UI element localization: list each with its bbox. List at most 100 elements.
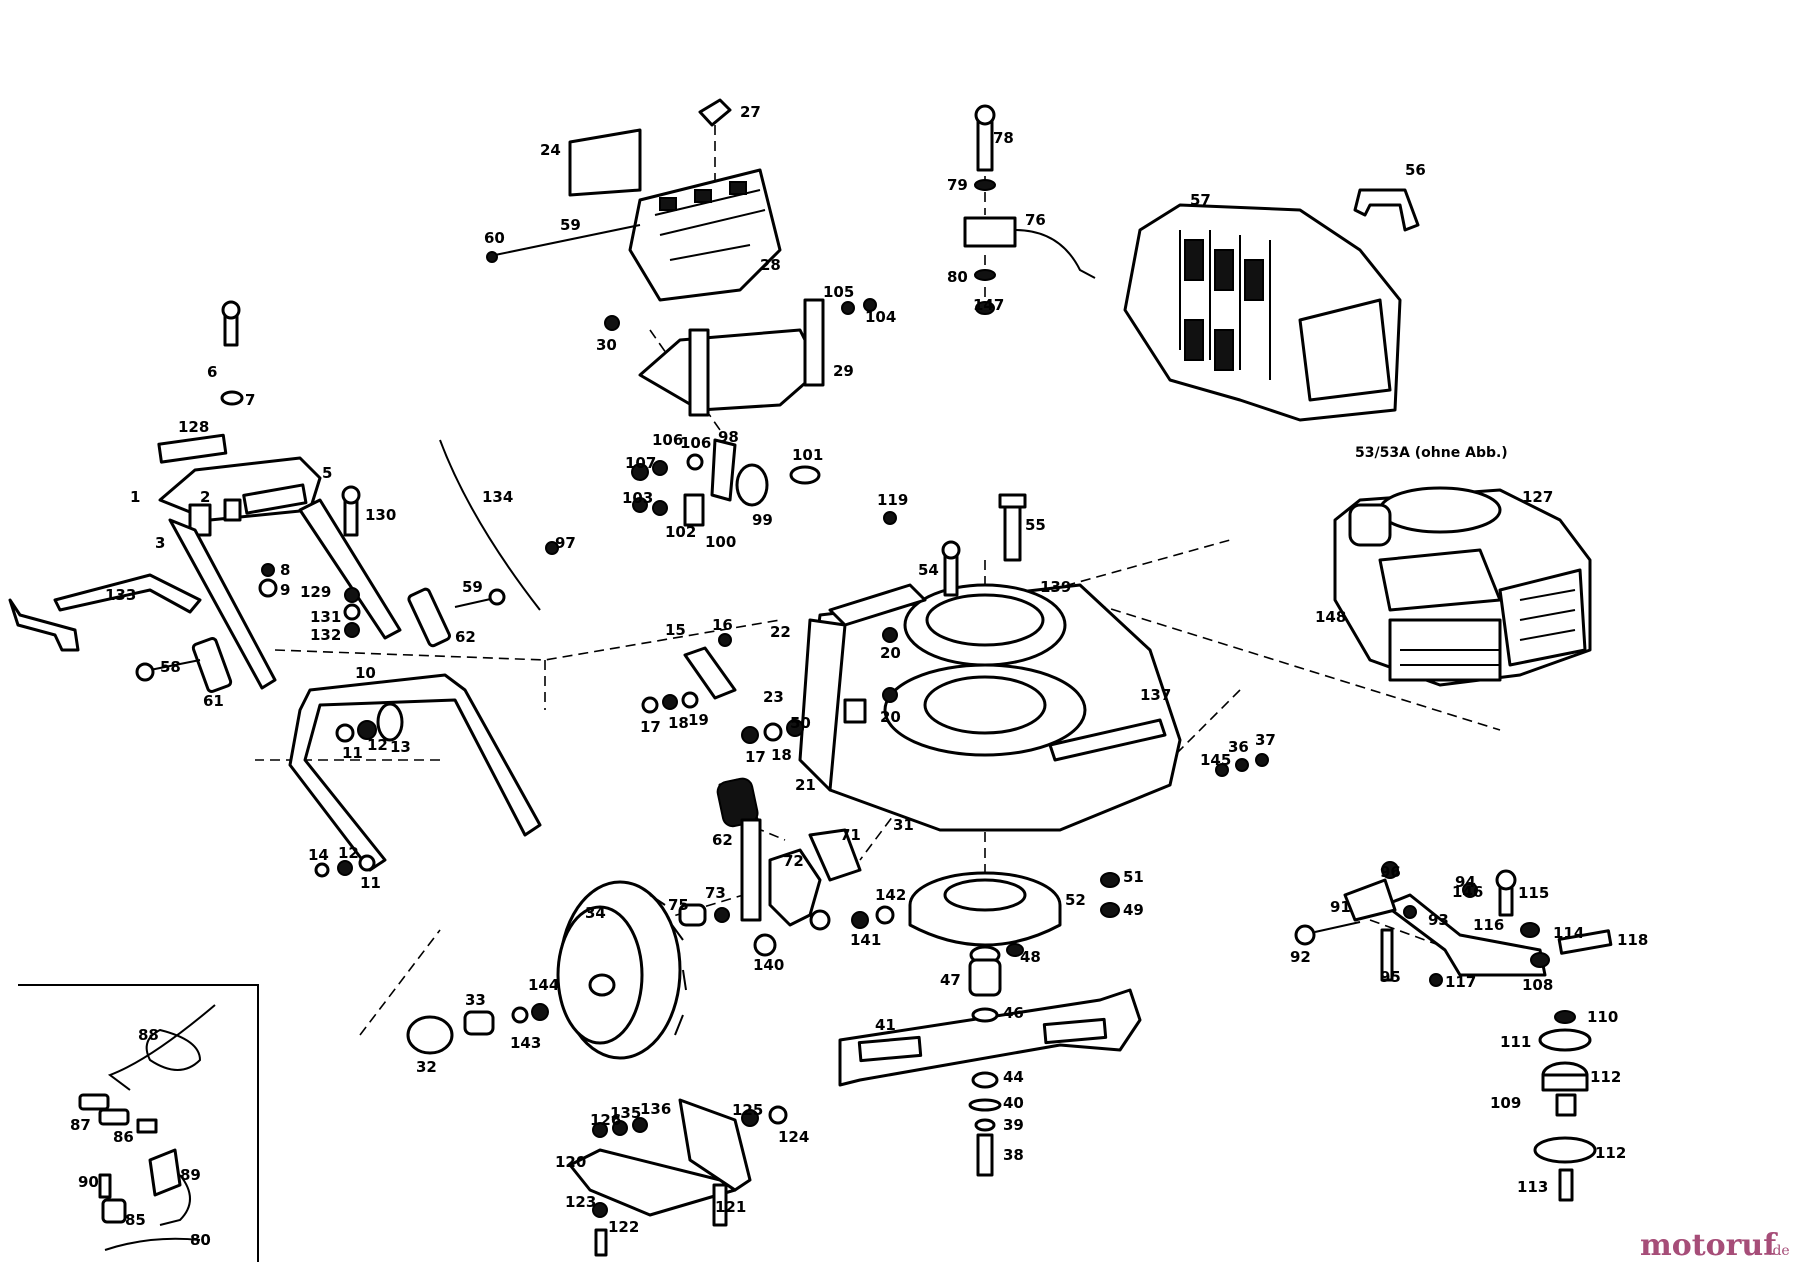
part-label: 13: [390, 738, 411, 756]
part-label: 32: [416, 1058, 437, 1076]
part-label: 80: [190, 1231, 211, 1249]
part-label: 146: [1452, 883, 1483, 901]
part-label: 29: [833, 362, 854, 380]
part-label: 2: [200, 488, 210, 506]
ignition-module: [963, 104, 1096, 315]
part-label: 137: [1140, 686, 1171, 704]
part-label: 113: [1517, 1178, 1548, 1196]
part-label: 100: [705, 533, 736, 551]
part-label: 51: [1123, 868, 1144, 886]
part-label: 46: [1003, 1004, 1024, 1022]
part-label: 8: [280, 561, 290, 579]
part-label: 17: [640, 718, 661, 736]
part-label: 121: [715, 1198, 746, 1216]
part-label: 24: [540, 141, 561, 159]
part-label: 125: [732, 1101, 763, 1119]
inset-electrical: [18, 984, 259, 1262]
part-label: 80: [947, 268, 968, 286]
part-label: 133: [105, 586, 136, 604]
part-label: 7: [245, 391, 255, 409]
part-label: 124: [778, 1128, 809, 1146]
part-label: 16: [712, 616, 733, 634]
part-label: 115: [1518, 884, 1549, 902]
part-label: 106: [680, 434, 711, 452]
part-label: 105: [823, 283, 854, 301]
part-label: 73: [705, 884, 726, 902]
part-label: 143: [510, 1034, 541, 1052]
part-label: 1: [130, 488, 140, 506]
part-label: 126: [590, 1111, 621, 1129]
part-label: 52: [1065, 891, 1086, 909]
part-label: 61: [203, 692, 224, 710]
part-label: 123: [565, 1193, 596, 1211]
part-label: 130: [365, 506, 396, 524]
part-label: 17: [745, 748, 766, 766]
part-label: 96: [1380, 863, 1401, 881]
part-label: 28: [760, 256, 781, 274]
part-label: 27: [740, 103, 761, 121]
watermark-suffix: .de: [1768, 1243, 1790, 1259]
part-label: 40: [1003, 1094, 1024, 1112]
part-label: 38: [1003, 1146, 1024, 1164]
part-label: 85: [125, 1211, 146, 1229]
part-label: 3: [155, 534, 165, 552]
part-label: 127: [1522, 488, 1553, 506]
part-label: 140: [753, 956, 784, 974]
blade-assembly: [838, 943, 1142, 1177]
part-label: 56: [1405, 161, 1426, 179]
part-label: 31: [893, 816, 914, 834]
part-label: 36: [1228, 738, 1249, 756]
part-label: 39: [1003, 1116, 1024, 1134]
part-label: 135: [610, 1104, 641, 1122]
part-label: 88: [138, 1026, 159, 1044]
part-label: 109: [1490, 1094, 1521, 1112]
part-label: 6: [207, 363, 217, 381]
part-label: 33: [465, 991, 486, 1009]
part-label: 62: [455, 628, 476, 646]
part-label: 117: [1445, 973, 1476, 991]
part-label: 54: [918, 561, 939, 579]
part-label: 142: [875, 886, 906, 904]
part-label: 41: [875, 1016, 896, 1034]
part-label: 98: [718, 428, 739, 446]
part-label: 89: [180, 1166, 201, 1184]
part-label: 48: [1020, 948, 1041, 966]
control-cable: [439, 439, 559, 611]
part-label: 5: [322, 464, 332, 482]
part-label: 129: [300, 583, 331, 601]
part-label: 93: [1428, 911, 1449, 929]
part-labels: 1 2 3 5 6 7 8 9 10 11 11 12 12 13 14 15 …: [70, 103, 1648, 1249]
part-label: 9: [280, 581, 290, 599]
handle-assembly: [8, 300, 542, 878]
part-label: 102: [665, 523, 696, 541]
part-label: 139: [1040, 578, 1071, 596]
part-label: 19: [688, 711, 709, 729]
part-label: 11: [360, 874, 381, 892]
part-label: 110: [1587, 1008, 1618, 1026]
part-label: 114: [1553, 924, 1584, 942]
part-label: 15: [665, 621, 686, 639]
part-label: 145: [1200, 751, 1231, 769]
part-label: 62: [712, 831, 733, 849]
part-label: 86: [113, 1128, 134, 1146]
throttle-parts: [631, 438, 821, 527]
part-label: 57: [1190, 191, 1211, 209]
part-label: 50: [790, 714, 811, 732]
part-label: 11: [342, 744, 363, 762]
part-label: 71: [840, 826, 861, 844]
watermark-text: motoruf: [1640, 1228, 1778, 1263]
wheel-drive-parts: [1294, 861, 1613, 1202]
part-label: 111: [1500, 1033, 1531, 1051]
part-label: 44: [1003, 1068, 1024, 1086]
part-label: 122: [608, 1218, 639, 1236]
part-label: 131: [310, 608, 341, 626]
part-label: 92: [1290, 948, 1311, 966]
part-label: 21: [795, 776, 816, 794]
part-label: 107: [625, 454, 656, 472]
part-label: 34: [585, 904, 606, 922]
engine: [1333, 486, 1592, 687]
engine-note: 53/53A (ohne Abb.): [1355, 445, 1508, 461]
part-label: 59: [560, 216, 581, 234]
wheel: [406, 880, 895, 1060]
part-label: 18: [668, 714, 689, 732]
